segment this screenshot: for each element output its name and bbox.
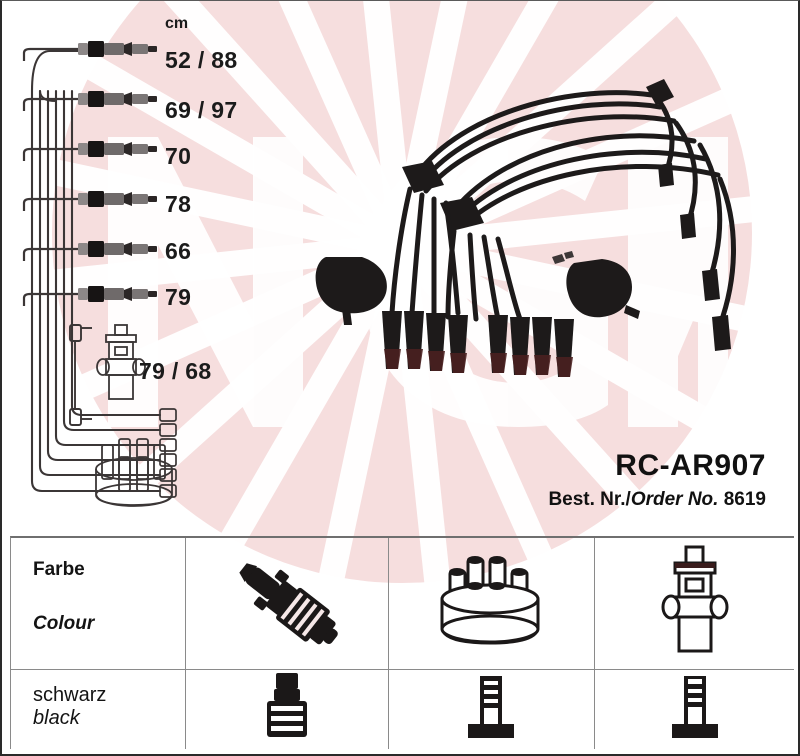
coil-lead-cable-art (64, 321, 110, 431)
table-column-distributor (388, 538, 596, 749)
cable-length-label-4: 66 (165, 238, 192, 264)
cable-connector-icon-3 (20, 187, 165, 217)
distributor-terminal-cell (389, 670, 595, 749)
order-number-line: Best. Nr./Order No. 8619 (548, 489, 766, 511)
order-separator: / (625, 489, 631, 510)
spark-plug-image-cell (185, 538, 388, 670)
ignition-coil-icon-main (90, 323, 152, 405)
cable-connector-icon-4 (20, 237, 165, 267)
ignition-cable-set-photo (302, 61, 762, 431)
colour-value-de: schwarz (33, 683, 107, 706)
cable-length-label-2: 70 (165, 143, 192, 169)
cable-connector-icon-2 (20, 137, 165, 167)
cable-connector-icon-0 (20, 37, 165, 67)
order-prefix-de: Best. Nr. (548, 489, 626, 510)
product-identification: RC-AR907 Best. Nr./Order No. 8619 (548, 449, 766, 511)
cable-length-label-5: 79 (165, 284, 192, 310)
property-value-cell: schwarz black (11, 670, 185, 749)
cable-connector-icon-5 (20, 282, 165, 312)
cable-length-label-3: 78 (165, 191, 192, 217)
coil-terminal-icon (664, 674, 726, 745)
cable-length-label-1: 69 / 97 (165, 97, 238, 123)
property-label-de: Farbe (33, 559, 85, 580)
colour-value-en: black (33, 706, 80, 729)
coil-lead-length-label: 79 / 68 (139, 358, 212, 384)
specification-table: Farbe Colour schwarz black (10, 536, 794, 749)
coil-terminal-cell (595, 670, 794, 749)
order-number: 8619 (723, 489, 766, 510)
product-code: RC-AR907 (615, 449, 766, 482)
unit-header: cm (165, 15, 189, 32)
cable-connector-icon-1 (20, 87, 165, 117)
spark-plug-boot-cell (186, 670, 388, 749)
property-label-en: Colour (33, 612, 95, 634)
distributor-terminal-icon (460, 674, 522, 745)
table-column-spark-plug (185, 538, 389, 749)
table-column-coil (595, 538, 794, 749)
ignition-coil-icon (653, 543, 737, 664)
table-column-property: Farbe Colour schwarz black (11, 538, 186, 749)
order-prefix-en: Order No. (630, 489, 719, 510)
distributor-cap-line-art (88, 435, 188, 513)
spark-plug-icon (222, 542, 352, 665)
distributor-cap-image-cell (388, 538, 595, 670)
watermark-brand-letters (88, 97, 728, 467)
spark-plug-boot-icon (259, 671, 315, 748)
distributor-cap-icon (432, 545, 550, 662)
ignition-coil-image-cell (595, 538, 794, 670)
cable-harness-line-art (10, 31, 177, 511)
cable-length-label-0: 52 / 88 (165, 47, 238, 73)
property-header-cell: Farbe Colour (11, 538, 185, 670)
